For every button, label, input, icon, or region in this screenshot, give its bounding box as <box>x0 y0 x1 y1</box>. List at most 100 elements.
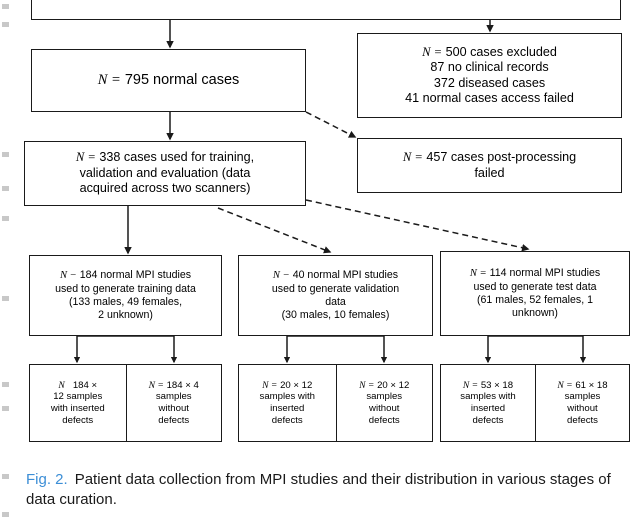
validation-without-defects-box: N = 20 × 12 samples without defects <box>335 365 433 441</box>
margin-artifact <box>2 296 9 301</box>
test-studies-headline: N = 114 normal MPI studies <box>470 267 600 281</box>
n-symbol: N = <box>422 44 443 59</box>
sample-line-2: without <box>369 403 400 414</box>
normal-cases-value: 795 normal cases <box>124 71 240 88</box>
sample-headline: N 184 × <box>58 380 97 392</box>
training-studies-demo-2: 2 unknown) <box>98 308 153 321</box>
sample-headline: N = 20 × 12 <box>262 380 312 392</box>
postprocessing-failed-box: N = 457 cases post-processing failed <box>357 138 622 193</box>
margin-artifact <box>2 512 9 517</box>
excluded-headline: N = 500 cases excluded <box>422 45 557 60</box>
validation-studies-headline: N − 40 normal MPI studies <box>273 269 398 283</box>
n-symbol: N = <box>462 379 479 391</box>
sample-count: 20 × 12 <box>377 379 410 391</box>
training-without-defects-box: N = 184 × 4 samples without defects <box>125 365 222 441</box>
excluded-cases-box: N = 500 cases excluded 87 no clinical re… <box>357 33 622 118</box>
margin-artifact <box>2 474 9 479</box>
n-symbol: N = <box>402 150 423 165</box>
normal-cases-box: N = 795 normal cases <box>31 49 306 112</box>
n-symbol: N = <box>97 71 121 88</box>
validation-studies-purpose-cont: data <box>325 296 346 308</box>
curated-detail-2: acquired across two scanners) <box>79 181 251 196</box>
sample-headline: N = 184 × 4 <box>149 380 199 392</box>
sample-line-3: defects <box>271 414 303 426</box>
sample-line-2: without <box>567 403 598 414</box>
postproc-headline: N = 457 cases post-processing <box>403 150 576 165</box>
sample-count: 184 × <box>72 379 98 391</box>
postproc-detail: failed <box>474 165 505 180</box>
sample-line-1: samples <box>366 391 403 403</box>
sample-line-1: samples <box>564 391 601 403</box>
sample-count: 61 × 18 <box>575 379 608 391</box>
validation-studies-count: 40 normal MPI studies <box>292 269 399 282</box>
training-studies-headline: N − 184 normal MPI studies <box>60 269 191 283</box>
test-studies-demo-2: unknown) <box>512 306 558 319</box>
test-with-defects-box: N = 53 × 18 samples with inserted defect… <box>441 365 535 441</box>
sample-line-2: inserted <box>270 403 305 414</box>
margin-artifact <box>2 4 9 9</box>
sample-line-3: defects <box>158 414 190 426</box>
sample-count: 184 × 4 <box>166 379 199 391</box>
postproc-total: 457 cases post-processing <box>426 150 577 165</box>
curated-detail-1: validation and evaluation (data <box>79 165 251 180</box>
validation-studies-box: N − 40 normal MPI studies used to genera… <box>238 255 433 336</box>
training-studies-purpose: used to generate training data <box>55 283 196 296</box>
margin-artifact <box>2 216 9 221</box>
test-studies-demo-1: (61 males, 52 females, 1 <box>477 294 593 306</box>
excluded-reason-2: 372 diseased cases <box>433 75 546 90</box>
curated-total: 338 cases used for training, <box>99 150 255 165</box>
margin-artifact <box>2 382 9 387</box>
margin-artifact <box>2 186 9 191</box>
validation-studies-demo: (30 males, 10 females) <box>281 308 390 321</box>
sample-headline: N = 61 × 18 <box>557 380 607 392</box>
sample-line-3: defects <box>62 414 94 426</box>
training-samples-pair: N 184 × 12 samples with inserted defects… <box>29 364 222 442</box>
sample-headline: N = 53 × 18 <box>463 380 513 392</box>
source-cohort-box <box>31 0 621 20</box>
excluded-reason-3: 41 normal cases access failed <box>405 90 574 105</box>
sample-line-2: inserted <box>470 403 506 414</box>
margin-artifact <box>2 152 9 157</box>
n-symbol: N = <box>75 150 96 165</box>
validation-with-defects-box: N = 20 × 12 samples with inserted defect… <box>239 365 336 441</box>
sample-line-1: 12 samples <box>53 391 103 403</box>
sample-line-1: samples <box>155 391 192 403</box>
test-without-defects-box: N = 61 × 18 samples without defects <box>535 365 629 441</box>
n-symbol: N − <box>59 270 77 282</box>
margin-artifact <box>2 406 9 411</box>
sample-line-2: without <box>158 403 189 414</box>
sample-line-3: defects <box>567 414 598 426</box>
margin-artifact <box>2 22 9 27</box>
validation-studies-purpose: used to generate validation <box>271 283 400 296</box>
n-symbol: N <box>58 379 65 391</box>
figure-caption: Fig. 2.Patient data collection from MPI … <box>26 470 631 510</box>
validation-samples-pair: N = 20 × 12 samples with inserted defect… <box>238 364 433 442</box>
excluded-reason-1: 87 no clinical records <box>430 60 549 75</box>
sample-count: 20 × 12 <box>280 379 313 391</box>
n-symbol: N = <box>148 379 164 391</box>
n-symbol: N = <box>262 379 278 391</box>
excluded-total: 500 cases excluded <box>445 44 557 59</box>
test-studies-purpose: used to generate test data <box>473 281 597 294</box>
test-studies-box: N = 114 normal MPI studies used to gener… <box>440 251 630 336</box>
sample-headline: N = 20 × 12 <box>359 380 409 392</box>
sample-line-3: defects <box>472 414 504 426</box>
n-symbol: N = <box>469 268 487 280</box>
curated-cases-box: N = 338 cases used for training, validat… <box>24 141 306 206</box>
test-samples-pair: N = 53 × 18 samples with inserted defect… <box>440 364 630 442</box>
training-studies-demo-1: (133 males, 49 females, <box>68 296 183 308</box>
training-studies-box: N − 184 normal MPI studies used to gener… <box>29 255 222 336</box>
training-studies-count: 184 normal MPI studies <box>79 269 192 282</box>
test-studies-count: 114 normal MPI studies <box>489 267 601 280</box>
n-symbol: N = <box>557 379 573 391</box>
figure-number-label: Fig. 2. <box>26 471 68 488</box>
sample-line-1: samples with <box>259 391 315 403</box>
n-symbol: N − <box>272 270 290 282</box>
training-with-defects-box: N 184 × 12 samples with inserted defects <box>30 365 126 441</box>
figure-caption-text: Patient data collection from MPI studies… <box>26 471 611 508</box>
n-symbol: N = <box>359 379 375 391</box>
curated-headline: N = 338 cases used for training, <box>76 150 254 165</box>
sample-line-2: with inserted <box>50 403 105 414</box>
sample-line-3: defects <box>368 414 400 426</box>
